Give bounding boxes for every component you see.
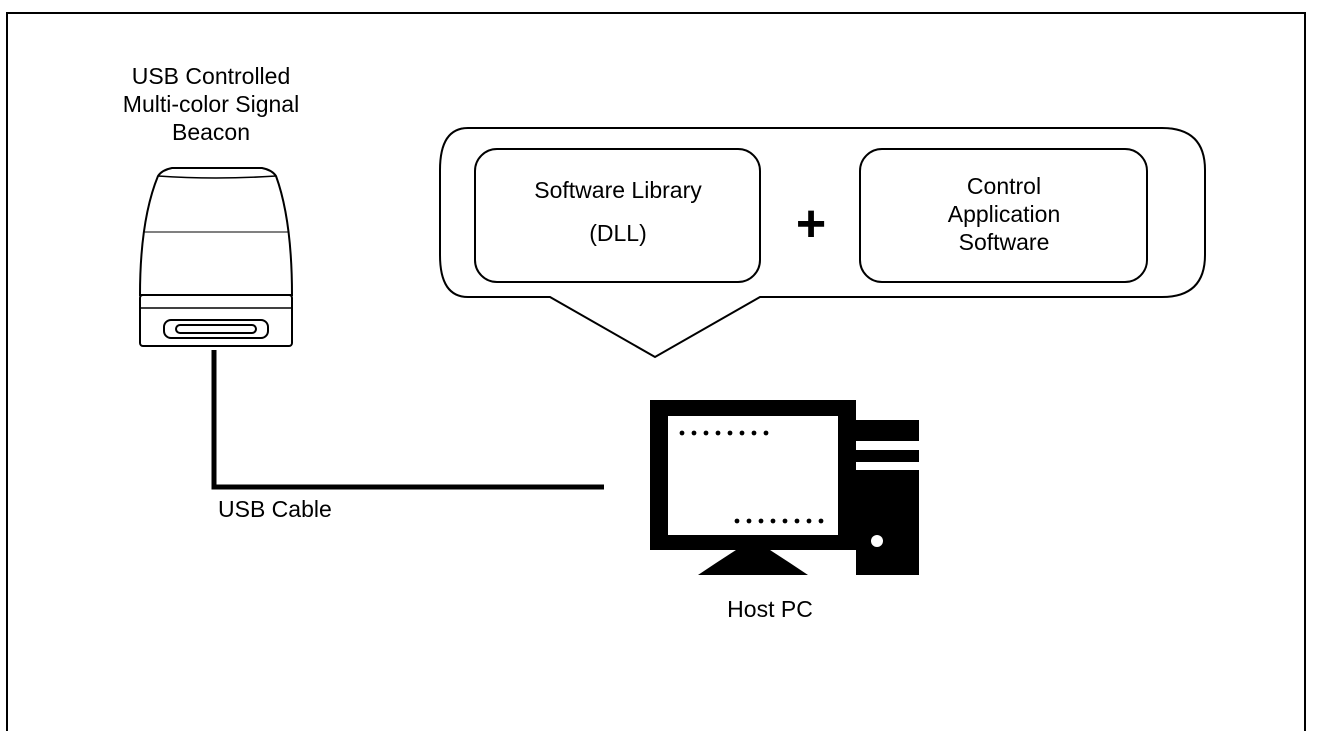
software-library-box: [474, 148, 761, 283]
screen-dots-bottom: [734, 518, 824, 524]
beacon-title-line: Beacon: [171, 119, 250, 145]
screen-dots-top: [679, 430, 769, 436]
software-library-line: Software Library: [534, 177, 702, 203]
host-pc-label: Host PC: [727, 596, 813, 622]
software-library-label: Software Library (DLL): [478, 176, 758, 247]
diagram-frame: [6, 12, 1306, 731]
beacon-icon: [138, 167, 294, 347]
software-library-line: (DLL): [589, 220, 647, 246]
beacon-title-line: Multi-color Signal: [122, 91, 300, 117]
control-application-line: Application: [947, 201, 1061, 227]
usb-cable-label: USB Cable: [218, 496, 332, 522]
host-pc-icon: [650, 400, 919, 575]
control-application-box: [859, 148, 1148, 283]
control-application-label: Control Application Software: [864, 172, 1144, 256]
plus-operator: +: [795, 195, 827, 253]
beacon-title: USB Controlled Multi-color Signal Beacon: [80, 62, 342, 146]
usb-cable-line: [211, 350, 604, 490]
control-application-line: Software: [958, 229, 1050, 255]
control-application-line: Control: [966, 173, 1042, 199]
beacon-title-line: USB Controlled: [131, 63, 291, 89]
